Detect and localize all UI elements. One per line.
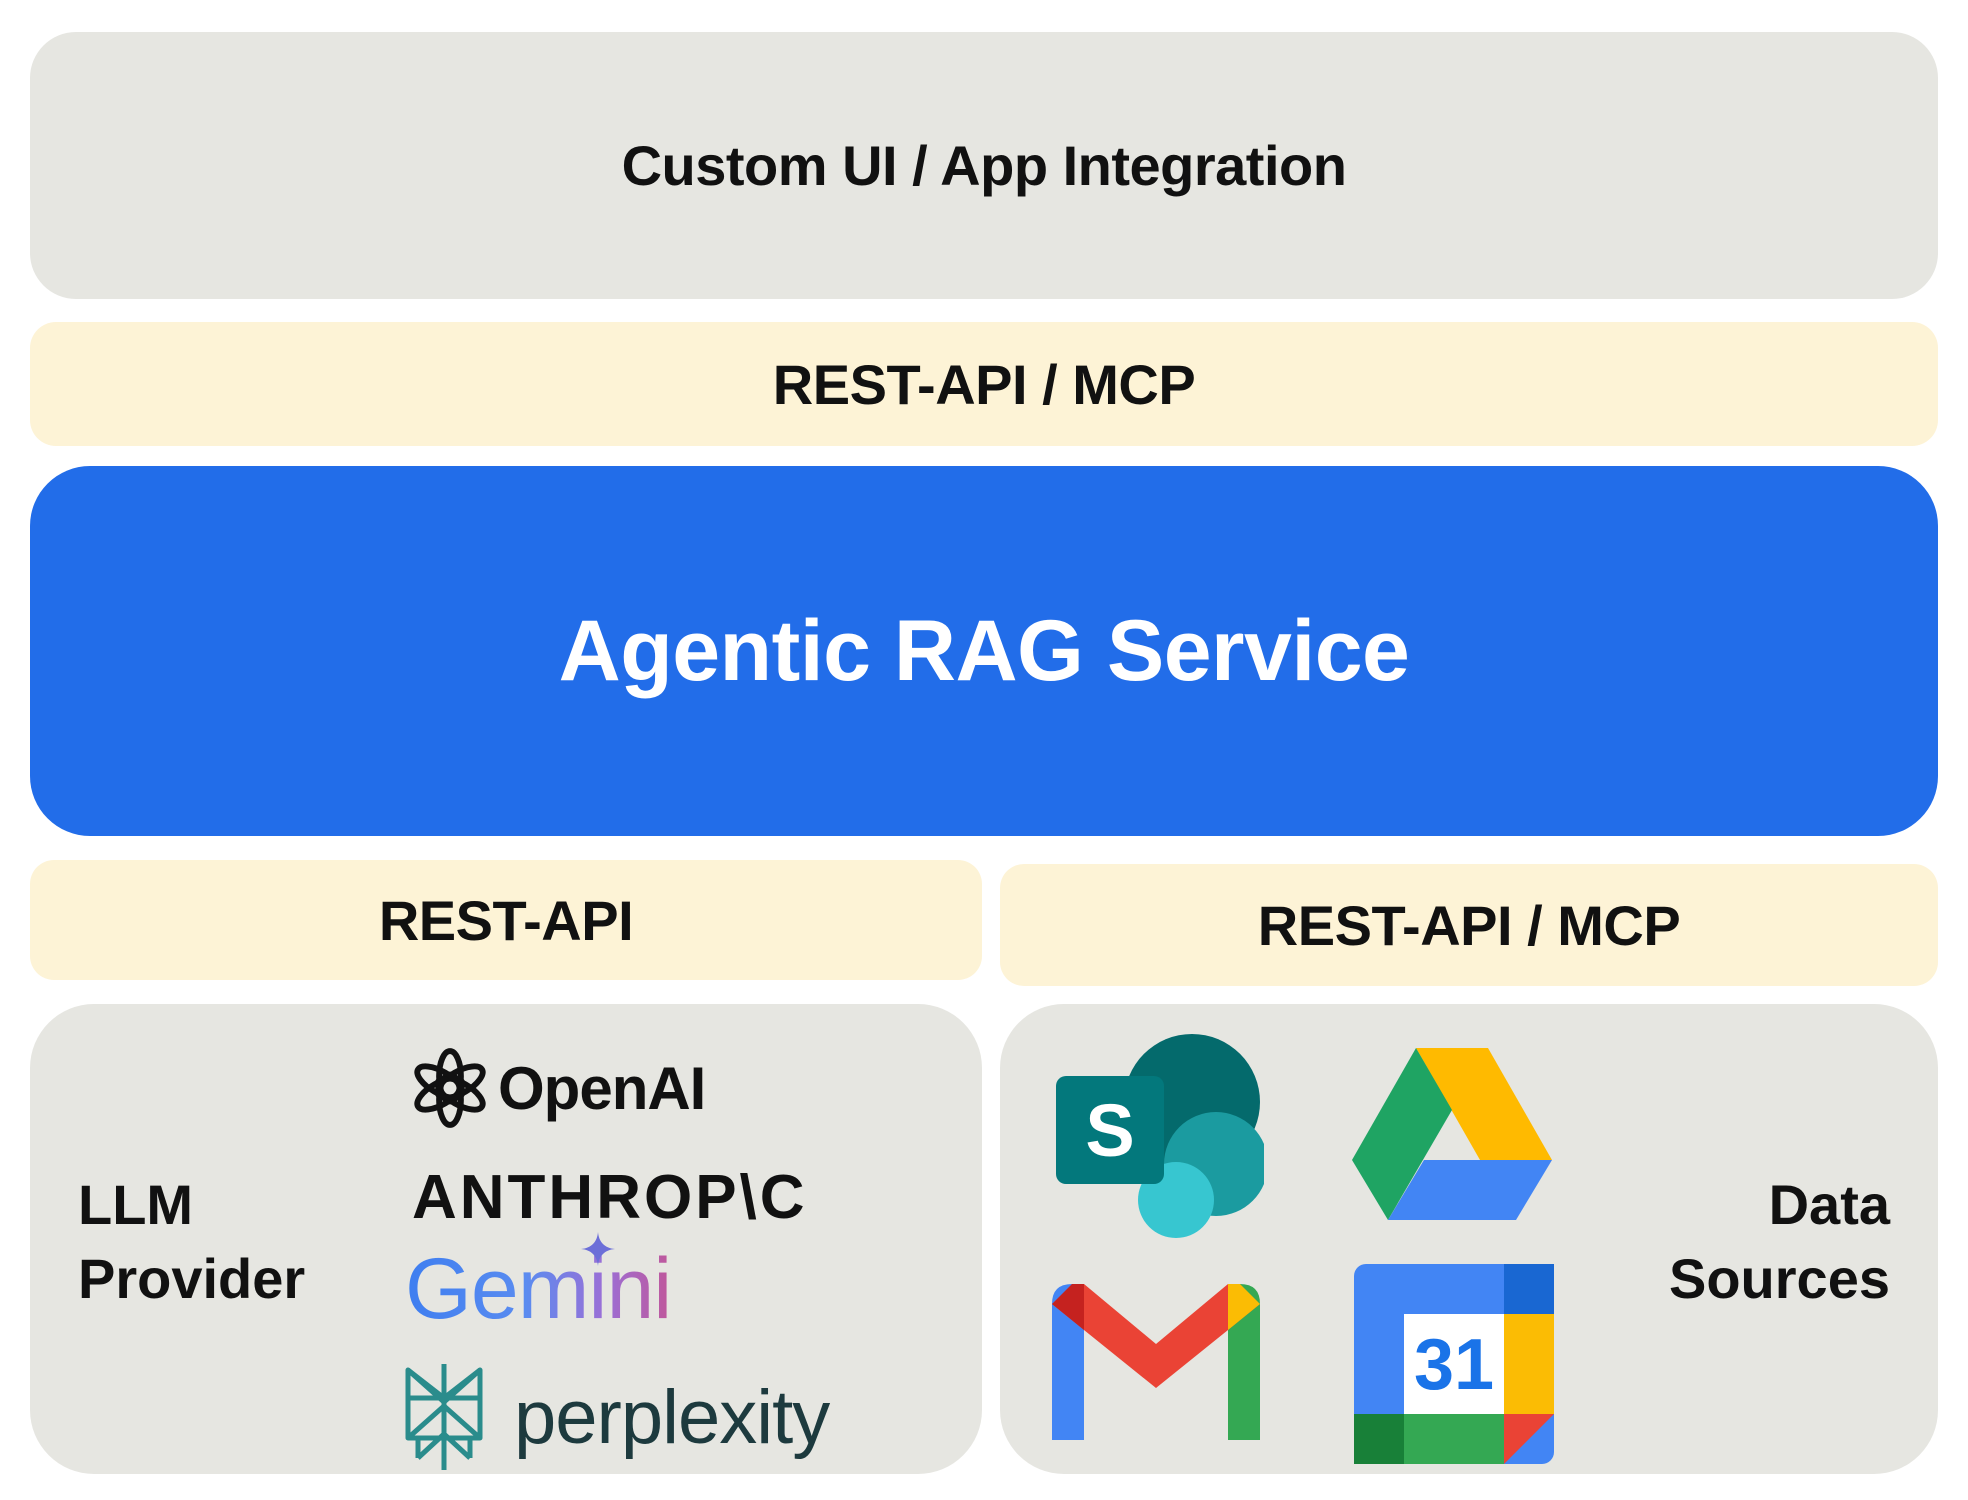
openai-wordmark: OpenAI [498,1054,706,1122]
anthropic-logo: ANTHROP\C [412,1163,808,1232]
perplexity-wordmark: perplexity [514,1374,830,1460]
perplexity-logo: perplexity [402,1362,830,1472]
data-sources-interface-band: REST-API / MCP [1000,864,1938,986]
gmail-icon [1052,1284,1260,1440]
data-sources-label: Data Sources [1669,1168,1890,1316]
custom-ui-title: Custom UI / App Integration [621,134,1347,197]
calendar-day-number: 31 [1414,1325,1494,1405]
top-interface-band: REST-API / MCP [30,322,1938,446]
sharepoint-icon: S [1056,1034,1264,1238]
data-sources-label-line1: Data [1768,1173,1890,1236]
llm-provider-panel [30,1004,982,1474]
gemini-wordmark: Gemini [405,1241,672,1337]
gemini-sparkle-icon [581,1232,615,1266]
gemini-logo: Gemini [405,1232,672,1339]
llm-interface-band: REST-API [30,860,982,980]
top-interface-label: REST-API / MCP [772,352,1196,416]
sharepoint-letter: S [1085,1089,1134,1172]
data-sources-interface-label: REST-API / MCP [1257,893,1681,957]
agentic-rag-service-block: Agentic RAG Service [30,466,1938,836]
llm-interface-label: REST-API [378,888,634,952]
llm-provider-label-line2: Provider [78,1247,306,1310]
google-drive-icon [1352,1048,1552,1220]
openai-icon [414,1048,486,1128]
google-calendar-icon: 31 [1354,1264,1554,1464]
agentic-rag-title: Agentic RAG Service [558,602,1410,699]
perplexity-icon [405,1364,483,1470]
data-sources-label-line2: Sources [1669,1247,1890,1310]
llm-provider-label-line1: LLM [78,1173,194,1236]
llm-provider-label: LLM Provider [78,1168,305,1316]
custom-ui-layer: Custom UI / App Integration [30,32,1938,299]
openai-logo: OpenAI [408,1046,706,1130]
